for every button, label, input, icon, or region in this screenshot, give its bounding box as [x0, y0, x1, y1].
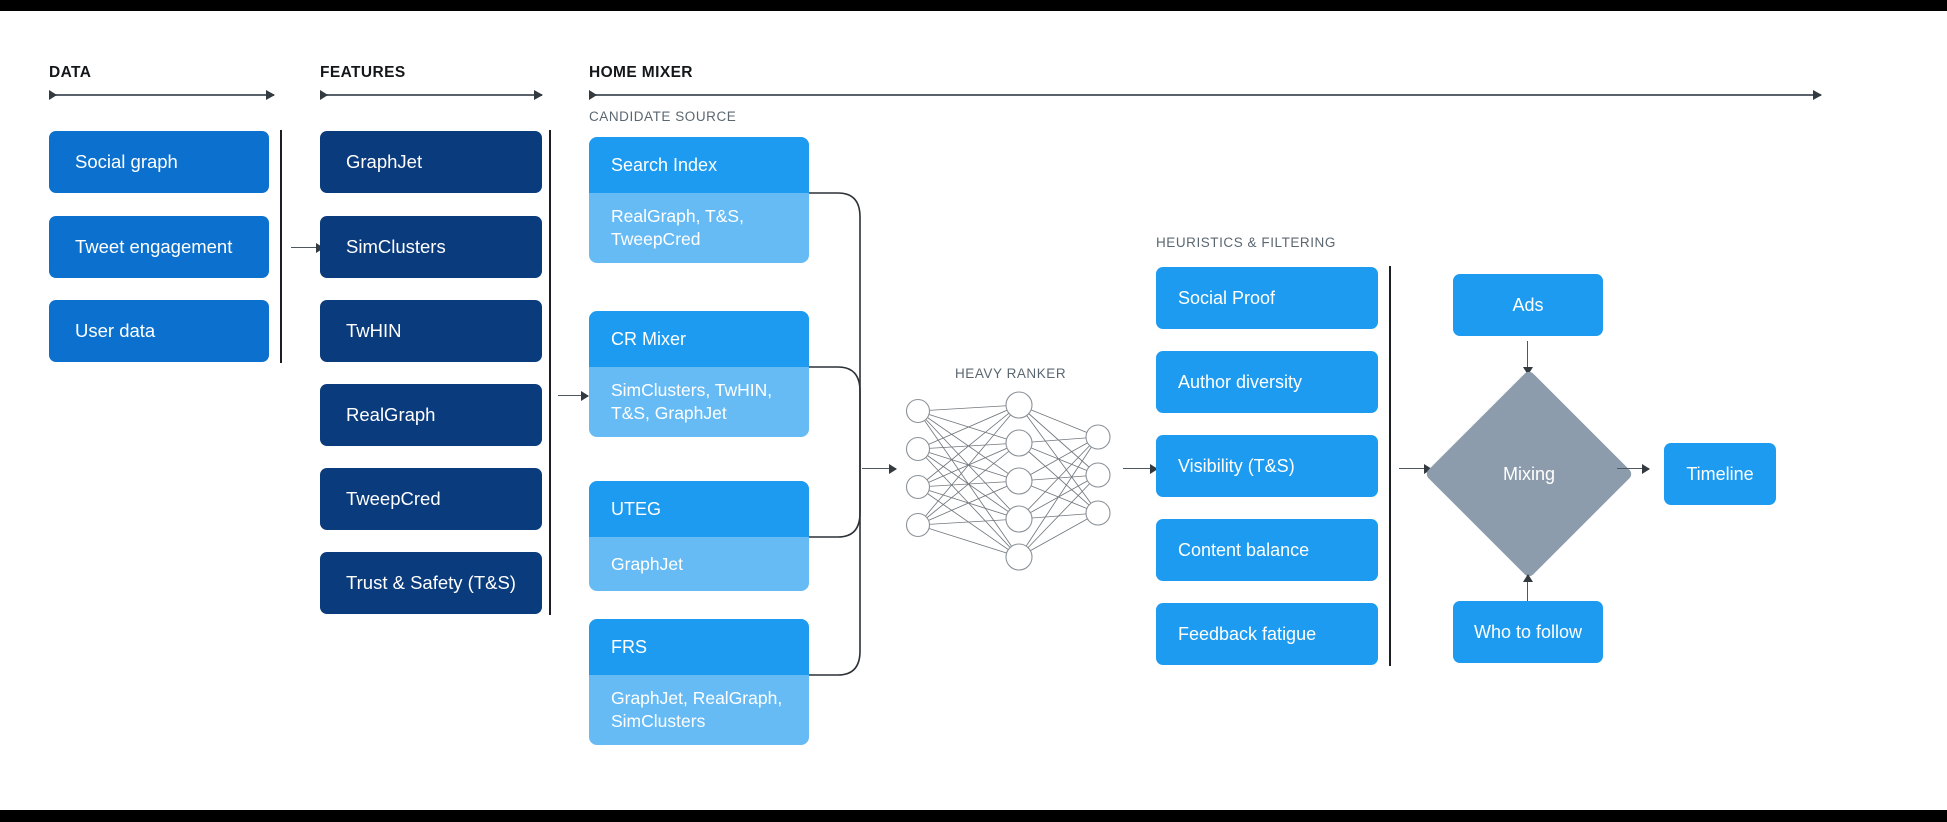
feature-item-trust-safety[interactable]: Trust & Safety (T&S) [320, 552, 542, 614]
candidate-source-features: GraphJet [589, 537, 809, 591]
data-item-tweet-engagement[interactable]: Tweet engagement [49, 216, 269, 278]
candidate-source-header: Search Index [589, 137, 809, 193]
heuristic-item-feedback-fatigue[interactable]: Feedback fatigue [1156, 603, 1378, 665]
candidate-source-search-index[interactable]: Search Index RealGraph, T&S, TweepCred [589, 137, 809, 263]
connector-cr-mixer [809, 366, 861, 443]
feature-item-tweepcred[interactable]: TweepCred [320, 468, 542, 530]
section-arrow-features [320, 89, 543, 101]
candidate-source-header: CR Mixer [589, 311, 809, 367]
mixing-input-who-to-follow[interactable]: Who to follow [1453, 601, 1603, 663]
subheader-candidate-source: CANDIDATE SOURCE [589, 109, 737, 124]
feature-item-realgraph[interactable]: RealGraph [320, 384, 542, 446]
feature-item-graphjet[interactable]: GraphJet [320, 131, 542, 193]
section-header-data: DATA [49, 64, 92, 81]
candidate-source-cr-mixer[interactable]: CR Mixer SimClusters, TwHIN, T&S, GraphJ… [589, 311, 809, 437]
data-item-label: User data [75, 320, 156, 342]
arrow-candidates-to-ranker [862, 463, 897, 474]
data-item-label: Tweet engagement [75, 236, 233, 258]
candidate-source-features: RealGraph, T&S, TweepCred [589, 193, 809, 263]
candidate-source-features: GraphJet, RealGraph, SimClusters [589, 675, 809, 745]
candidate-source-header: UTEG [589, 481, 809, 537]
arrow-data-to-features [291, 242, 324, 253]
heuristic-item-label: Social Proof [1178, 287, 1276, 308]
connector-search-index [809, 192, 861, 443]
connector-uteg [809, 443, 861, 538]
feature-item-label: RealGraph [346, 404, 436, 426]
heuristic-item-visibility[interactable]: Visibility (T&S) [1156, 435, 1378, 497]
mixing-label: Mixing [1502, 463, 1555, 484]
divider-heuristics-mixing [1389, 266, 1391, 666]
heavy-ranker-network [905, 391, 1111, 571]
heuristic-item-label: Content balance [1178, 539, 1310, 560]
feature-item-twhin[interactable]: TwHIN [320, 300, 542, 362]
arrow-who-to-follow-to-mixing [1522, 574, 1533, 608]
data-item-label: Social graph [75, 151, 178, 173]
feature-item-simclusters[interactable]: SimClusters [320, 216, 542, 278]
subheader-heuristics: HEURISTICS & FILTERING [1156, 235, 1336, 250]
feature-item-label: Trust & Safety (T&S) [346, 572, 516, 594]
arrow-ads-to-mixing [1522, 341, 1533, 375]
section-arrow-home-mixer [589, 89, 1822, 101]
section-header-features: FEATURES [320, 64, 406, 81]
heuristic-item-label: Visibility (T&S) [1178, 455, 1295, 476]
mixing-node[interactable]: Mixing [1424, 369, 1634, 579]
section-arrow-data [49, 89, 275, 101]
data-item-user-data[interactable]: User data [49, 300, 269, 362]
diagram-stage: DATA FEATURES HOME MIXER CANDIDATE SOURC… [0, 11, 1947, 810]
arrow-features-to-home [558, 390, 589, 401]
feature-item-label: SimClusters [346, 236, 446, 258]
mixing-input-ads[interactable]: Ads [1453, 274, 1603, 336]
connector-frs [809, 443, 861, 676]
feature-item-label: GraphJet [346, 151, 423, 173]
who-to-follow-label: Who to follow [1473, 621, 1583, 642]
heuristic-item-label: Author diversity [1178, 371, 1303, 392]
output-timeline[interactable]: Timeline [1664, 443, 1776, 505]
ads-label: Ads [1512, 294, 1544, 315]
heuristic-item-label: Feedback fatigue [1178, 623, 1317, 644]
divider-data-features [280, 130, 282, 363]
subheader-heavy-ranker: HEAVY RANKER [955, 366, 1067, 381]
heuristic-item-social-proof[interactable]: Social Proof [1156, 267, 1378, 329]
section-header-home-mixer: HOME MIXER [589, 64, 693, 81]
data-item-social-graph[interactable]: Social graph [49, 131, 269, 193]
heuristic-item-author-diversity[interactable]: Author diversity [1156, 351, 1378, 413]
heuristic-item-content-balance[interactable]: Content balance [1156, 519, 1378, 581]
diagram-canvas: DATA FEATURES HOME MIXER CANDIDATE SOURC… [0, 11, 1947, 810]
feature-item-label: TwHIN [346, 320, 402, 342]
arrow-mixing-to-timeline [1617, 463, 1650, 474]
timeline-label: Timeline [1686, 463, 1754, 484]
feature-item-label: TweepCred [346, 488, 441, 510]
candidate-source-uteg[interactable]: UTEG GraphJet [589, 481, 809, 591]
candidate-source-header: FRS [589, 619, 809, 675]
divider-features-home [549, 130, 551, 615]
candidate-source-frs[interactable]: FRS GraphJet, RealGraph, SimClusters [589, 619, 809, 745]
arrow-ranker-to-heuristics [1123, 463, 1158, 474]
connector-overlay [809, 192, 1111, 676]
candidate-source-features: SimClusters, TwHIN, T&S, GraphJet [589, 367, 809, 437]
